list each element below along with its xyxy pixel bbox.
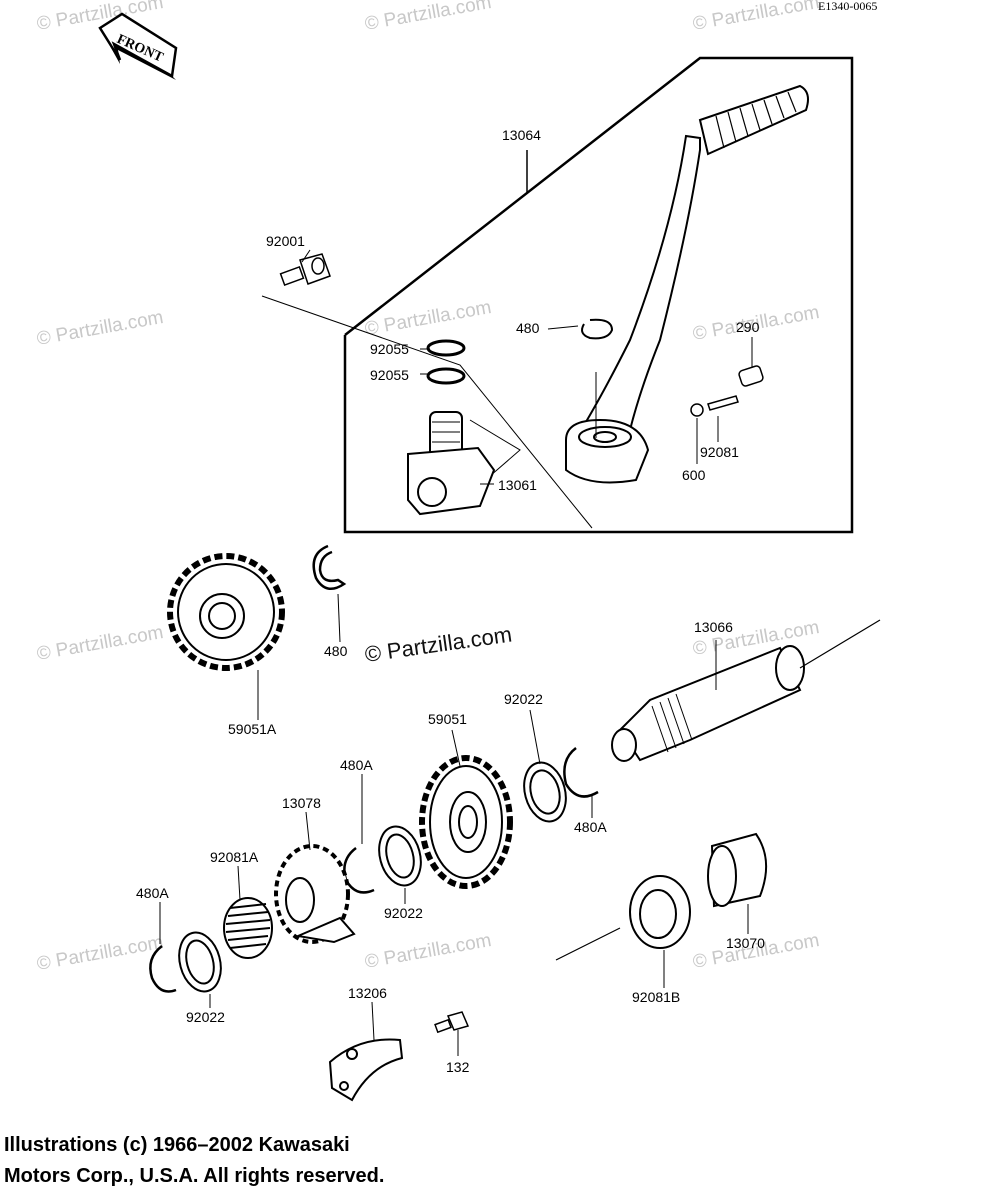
washer-92022-bottom-icon — [178, 931, 222, 993]
part-label-480A-mid: 480A — [340, 757, 373, 773]
part-label-92022-bottom: 92022 — [186, 1009, 225, 1025]
collar-13070-icon — [707, 832, 768, 908]
part-label-92081: 92081 — [700, 444, 739, 460]
watermark: © Partzilla.com — [363, 0, 493, 35]
watermark: © Partzilla.com — [691, 0, 821, 35]
o-ring-92055-icon — [426, 339, 466, 385]
washer-92022-mid-icon — [378, 825, 422, 887]
part-label-290: 290 — [736, 319, 760, 335]
watermark: © Partzilla.com — [363, 297, 493, 340]
part-label-92055-b: 92055 — [370, 367, 409, 383]
part-label-132: 132 — [446, 1059, 470, 1075]
shaft-boss-13061-icon — [407, 411, 496, 516]
spring-92081A-icon — [223, 897, 273, 959]
part-label-59051A: 59051A — [228, 721, 277, 737]
part-label-92022-top: 92022 — [504, 691, 543, 707]
part-label-92055-a: 92055 — [370, 341, 409, 357]
part-labels: 13064 92001 480 290 92055 92055 92081 60… — [136, 127, 765, 1075]
part-label-13206: 13206 — [348, 985, 387, 1001]
copyright-line-2: Motors Corp., U.S.A. All rights reserved… — [4, 1165, 385, 1187]
part-label-13064: 13064 — [502, 127, 541, 143]
circlip-480-icon — [581, 318, 614, 340]
leader-lines — [159, 249, 753, 1056]
part-label-92001: 92001 — [266, 233, 305, 249]
washer-92022-top-icon — [523, 761, 567, 823]
ratchet-13078-icon — [274, 844, 356, 944]
part-label-92022-mid: 92022 — [384, 905, 423, 921]
gear-59051A-icon — [167, 553, 285, 671]
part-label-92081A: 92081A — [210, 849, 259, 865]
part-label-480A-right: 480A — [574, 819, 607, 835]
kick-shaft-13066-icon — [611, 619, 881, 762]
watermark-main: © Partzilla.com — [363, 622, 513, 667]
part-label-13061: 13061 — [498, 477, 537, 493]
front-arrow-icon: FRONT — [98, 12, 178, 80]
spring-92081B-icon — [555, 875, 691, 961]
part-label-13070: 13070 — [726, 935, 765, 951]
watermark: © Partzilla.com — [35, 622, 165, 665]
watermark: © Partzilla.com — [35, 932, 165, 975]
circlip-480A-left-icon — [149, 945, 177, 993]
kick-pedal-drawing — [565, 84, 809, 484]
watermark: © Partzilla.com — [35, 307, 165, 350]
part-label-13066: 13066 — [694, 619, 733, 635]
watermark: © Partzilla.com — [363, 930, 493, 973]
part-label-480-top: 480 — [516, 320, 540, 336]
circlip-480-mid-icon — [312, 544, 347, 591]
part-label-480A-left: 480A — [136, 885, 169, 901]
part-label-59051: 59051 — [428, 711, 467, 727]
part-label-600: 600 — [682, 467, 706, 483]
bolt-132-icon — [434, 1011, 470, 1034]
detent-parts-icon — [690, 365, 764, 417]
diagram-code: E1340-0065 — [818, 0, 877, 13]
circlip-480A-mid-icon — [343, 847, 375, 894]
kick-pedal-assembly-box — [261, 56, 854, 534]
circlip-480A-right-icon — [563, 747, 599, 798]
bolt-92001-icon — [279, 253, 331, 287]
part-label-13078: 13078 — [282, 795, 321, 811]
gear-59051-icon — [419, 755, 513, 889]
guide-13206-icon — [328, 1038, 404, 1102]
copyright-notice: Illustrations (c) 1966–2002 Kawasaki Mot… — [4, 1130, 384, 1192]
part-label-480-mid: 480 — [324, 643, 348, 659]
part-label-92081B: 92081B — [632, 989, 680, 1005]
copyright-line-1: Illustrations (c) 1966–2002 Kawasaki — [4, 1134, 350, 1156]
